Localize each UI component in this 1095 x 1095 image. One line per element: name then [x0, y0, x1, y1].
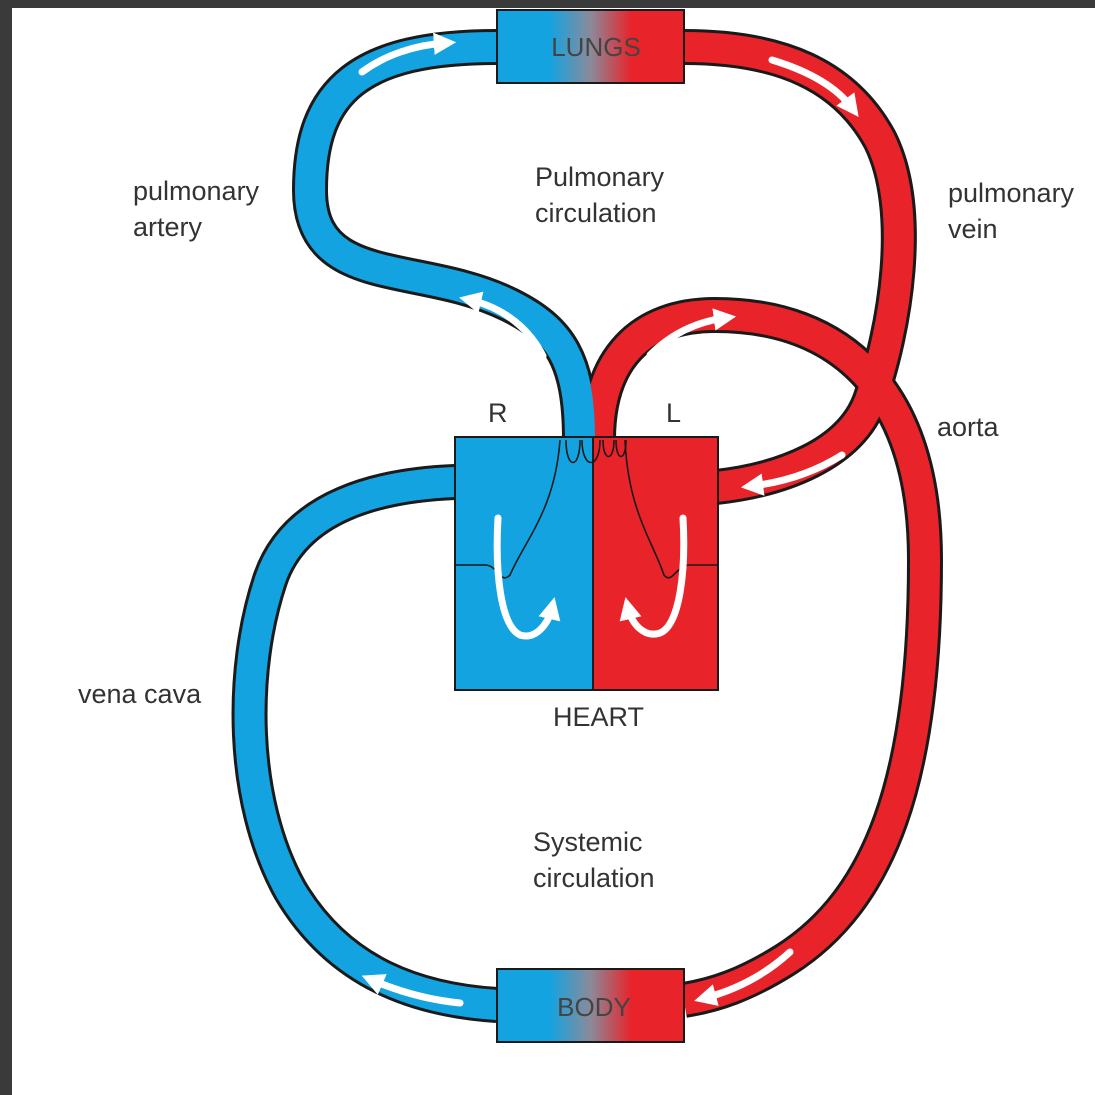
body-box: BODY — [497, 969, 684, 1042]
body-label: BODY — [557, 992, 631, 1022]
pulmonary-circulation-line1: Pulmonary — [535, 162, 665, 192]
aorta-label: aorta — [937, 412, 1000, 442]
pulmonary-circulation-label: Pulmonary circulation — [535, 162, 672, 228]
pulmonary-vein-label-line2: vein — [948, 214, 998, 244]
systemic-circulation-line2: circulation — [533, 863, 655, 893]
pulmonary-artery-label-line1: pulmonary — [133, 176, 260, 206]
pulmonary-artery-label: pulmonary artery — [133, 176, 267, 242]
circulation-diagram: LUNGS BODY pulmonary artery pulmonary ve… — [12, 8, 1095, 1095]
systemic-circulation-label: Systemic circulation — [533, 827, 655, 893]
left-side-label: L — [666, 398, 681, 428]
lungs-box: LUNGS — [497, 10, 684, 83]
pulmonary-vein-label-line1: pulmonary — [948, 178, 1075, 208]
vena-cava-label: vena cava — [78, 679, 202, 709]
pulmonary-circulation-line2: circulation — [535, 198, 657, 228]
pulmonary-vein-label: pulmonary vein — [948, 178, 1082, 244]
pulmonary-artery-label-line2: artery — [133, 212, 203, 242]
systemic-circulation-line1: Systemic — [533, 827, 643, 857]
lungs-label: LUNGS — [551, 32, 641, 62]
right-side-label: R — [488, 398, 508, 428]
heart — [455, 437, 718, 690]
heart-label: HEART — [553, 702, 644, 732]
